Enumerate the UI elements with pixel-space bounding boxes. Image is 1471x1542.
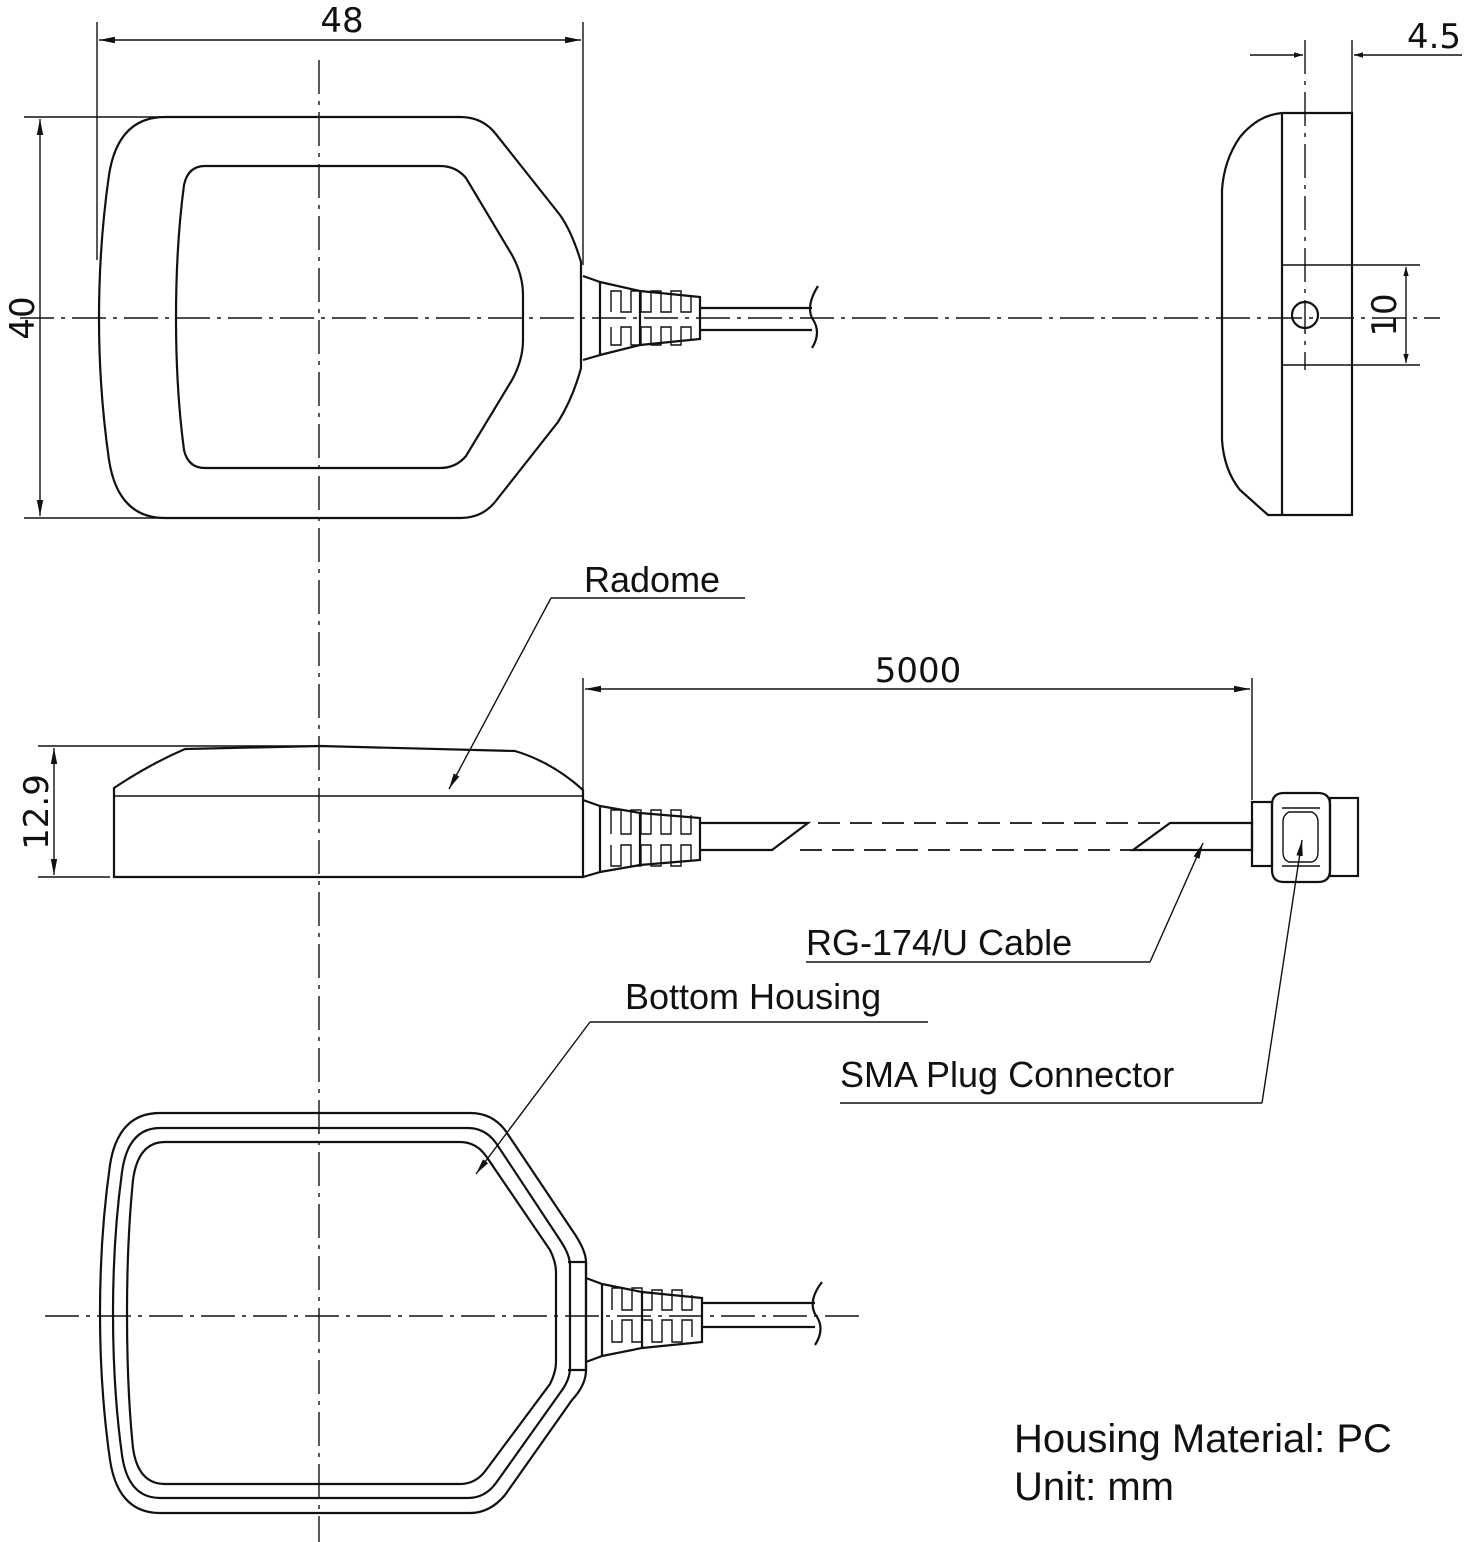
bottom-view-inner-outline <box>111 1126 572 1500</box>
side-view <box>1220 40 1354 517</box>
dimension-thickness-label: 12.9 <box>17 774 57 850</box>
dimension-depth-label: 4.5 <box>1407 17 1461 57</box>
callout-connector: SMA Plug Connector <box>840 839 1303 1104</box>
dimension-thickness: 12.9 <box>17 745 320 878</box>
unit-note: Unit: mm <box>1014 1465 1174 1509</box>
callout-radome: Radome <box>448 559 745 790</box>
callout-bottom-housing: Bottom Housing <box>475 976 928 1175</box>
dimension-height-label: 40 <box>3 296 43 339</box>
top-view-outline <box>97 115 583 520</box>
top-view <box>20 60 1440 1542</box>
front-view-outline <box>112 744 585 879</box>
cable-label: RG-174/U Cable <box>806 922 1072 963</box>
cable-top <box>700 306 812 332</box>
dimension-connector: 10 <box>1352 264 1420 366</box>
radome-label: Radome <box>584 559 720 600</box>
dimension-cable-length: 5000 <box>582 651 1253 800</box>
bottom-housing-label: Bottom Housing <box>625 976 881 1017</box>
front-view <box>112 744 1360 884</box>
connector-label: SMA Plug Connector <box>840 1054 1174 1095</box>
top-view-inner-outline <box>174 164 525 470</box>
cable-front <box>700 821 812 852</box>
sma-connector <box>1250 791 1360 884</box>
dimension-height: 40 <box>3 116 165 519</box>
dimension-depth: 4.5 <box>1250 17 1462 113</box>
notes: Housing Material: PC Unit: mm <box>1014 1417 1392 1509</box>
material-note: Housing Material: PC <box>1014 1417 1392 1461</box>
bottom-view-outer-outline <box>98 1111 588 1515</box>
dimension-width-label: 48 <box>320 1 363 41</box>
bottom-view <box>45 1111 865 1515</box>
cable-bottom <box>702 1301 815 1329</box>
dimension-width: 48 <box>96 1 584 265</box>
side-view-outline <box>1220 111 1354 517</box>
callout-cable: RG-174/U Cable <box>806 842 1204 963</box>
dimension-cable-length-label: 5000 <box>875 651 962 691</box>
dimension-connector-label: 10 <box>1365 293 1405 336</box>
